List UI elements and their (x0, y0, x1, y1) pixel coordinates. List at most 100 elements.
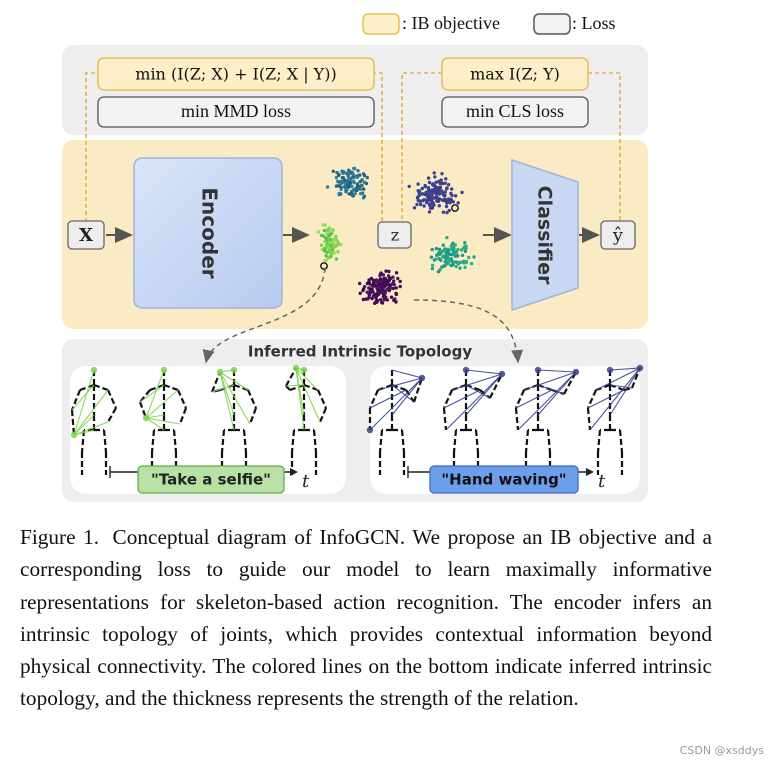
cluster-point (335, 170, 339, 175)
selfie-action-label: "Take a selfie" (151, 471, 271, 489)
cluster-point (343, 178, 347, 182)
caption-text: Conceptual diagram of InfoGCN. We propos… (20, 525, 712, 711)
cluster-point (432, 258, 436, 262)
cluster-point (344, 182, 348, 186)
cluster-point (463, 240, 467, 245)
cluster-point (325, 250, 329, 255)
cluster-point (334, 257, 339, 261)
cluster-point (456, 247, 460, 252)
cluster-point (436, 252, 440, 257)
cluster-point (322, 249, 327, 253)
cluster-point (365, 290, 369, 294)
cluster-point (381, 273, 386, 277)
cluster-point (389, 295, 394, 299)
cluster-point (387, 287, 392, 292)
classifier-label: Classifier (534, 186, 556, 285)
cluster-point (422, 204, 426, 208)
cluster-point (378, 277, 383, 281)
cluster-point (362, 285, 367, 289)
cluster-point (430, 193, 434, 197)
input-x-label: X (79, 225, 93, 246)
cluster-point (334, 234, 338, 239)
cluster-point (346, 168, 351, 172)
cluster-point (380, 301, 385, 305)
cluster-point (428, 191, 432, 195)
cluster-point (435, 192, 439, 196)
cluster-point (379, 290, 384, 295)
cluster-point (427, 210, 432, 214)
cluster-point (342, 170, 346, 174)
cluster-point (375, 291, 380, 296)
cluster-point (445, 235, 449, 240)
cluster-point (457, 260, 461, 265)
cluster-point (424, 190, 428, 195)
cluster-point (431, 203, 435, 207)
cls-loss-label: min CLS loss (466, 101, 564, 121)
output-yhat-box (600, 220, 636, 250)
skeleton-icon (138, 366, 188, 475)
cluster-point (427, 180, 432, 185)
input-x-box (67, 220, 105, 250)
cluster-point (394, 271, 399, 275)
cluster-point (431, 183, 435, 187)
cluster-point (438, 268, 442, 272)
cluster-point (432, 187, 437, 191)
cluster-point (348, 171, 352, 175)
cluster-point (450, 193, 454, 198)
cluster-point (440, 172, 444, 176)
skeleton-icon (366, 369, 426, 475)
cluster-point (347, 192, 351, 196)
skeleton-sequences (70, 364, 644, 475)
skeleton-icon (586, 364, 644, 475)
cluster-point (393, 297, 397, 301)
selfie-time-label: t (302, 471, 310, 492)
cluster-point (464, 244, 468, 248)
cluster-point (415, 202, 419, 207)
cluster-point (384, 269, 388, 273)
cluster-point (454, 194, 458, 198)
max-objective-formula: max I(Z; Y) (470, 65, 560, 84)
cluster-point (461, 246, 466, 250)
cluster-point (355, 184, 360, 188)
cluster-point (463, 265, 467, 270)
cluster-point (349, 176, 353, 181)
cluster-point (469, 261, 474, 266)
cluster-point (437, 179, 441, 184)
cluster-point (415, 196, 420, 200)
waving-action-label: "Hand waving" (441, 471, 566, 489)
cluster-point (452, 246, 456, 251)
cluster-point (429, 255, 434, 259)
cluster-point (442, 198, 446, 203)
cluster-point (355, 188, 359, 193)
cluster-point (378, 298, 383, 302)
cluster-point (445, 210, 449, 215)
cluster-point (467, 255, 471, 260)
cluster-point (358, 291, 362, 295)
cluster-point (337, 173, 341, 177)
cluster-point (458, 266, 462, 270)
cluster-point (321, 234, 325, 238)
cluster-point (391, 275, 395, 279)
infogcn-diagram: : IB objective : Loss min (I(Z; X) + I(Z… (62, 13, 648, 502)
cluster-point (340, 176, 345, 180)
cluster-point (441, 210, 446, 214)
loss-legend-swatch (533, 13, 571, 35)
cluster-point (329, 243, 333, 248)
cluster-point (385, 288, 389, 292)
cluster-point (360, 183, 364, 188)
min-objective-formula: min (I(Z; X) + I(Z; X | Y)) (135, 65, 336, 84)
cluster-point (319, 243, 324, 247)
cluster-point (394, 291, 398, 296)
cluster-point (386, 274, 391, 278)
cluster-point (407, 184, 411, 189)
cluster-point (425, 199, 429, 203)
cluster-point (344, 190, 348, 194)
cluster-point (331, 169, 335, 173)
cluster-point (355, 175, 360, 179)
cluster-point (362, 187, 366, 191)
cluster-point (340, 180, 344, 184)
cluster-point (430, 247, 434, 252)
cluster-point (448, 201, 452, 205)
cluster-point (416, 182, 420, 186)
topology-title: Inferred Intrinsic Topology (248, 343, 472, 361)
